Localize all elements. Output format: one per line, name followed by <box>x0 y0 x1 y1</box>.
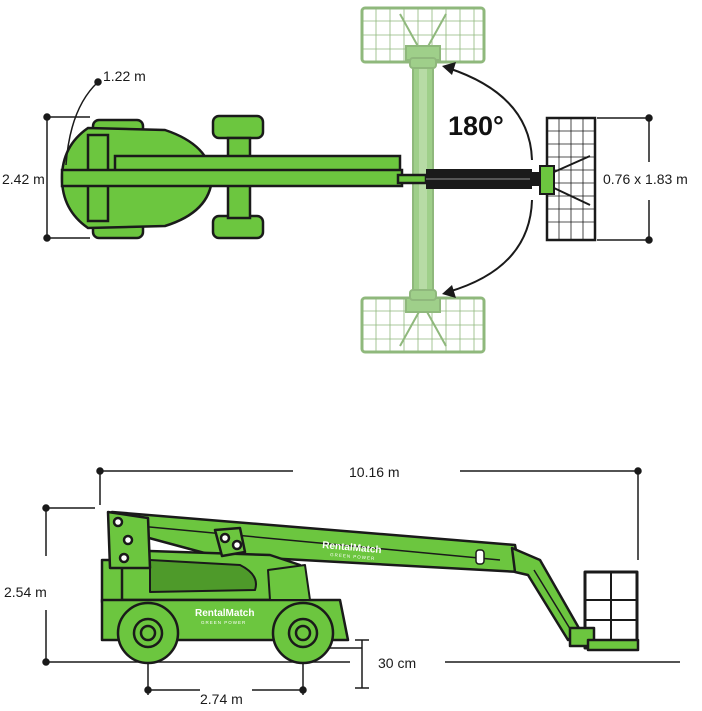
top-length-label: 1.22 m <box>103 68 146 84</box>
chassis-brand-logo: RentalMatch GREEN POWER <box>195 608 254 625</box>
top-width-label: 2.42 m <box>2 171 45 187</box>
ground-clearance-label: 30 cm <box>378 655 416 671</box>
chassis-brand-subtext: GREEN POWER <box>201 620 246 625</box>
side-view: 10.16 m 2.54 m 30 cm 2.74 m <box>4 464 680 707</box>
main-platform <box>539 116 597 242</box>
chassis-brand-text: RentalMatch <box>195 608 254 619</box>
rotation-label: 180° <box>448 111 504 141</box>
side-machine <box>100 510 640 665</box>
boom-brand-text: RentalMatch <box>322 540 382 556</box>
top-view: 180° <box>2 6 688 354</box>
front-wheel <box>116 601 180 665</box>
platform-size-label: 0.76 x 1.83 m <box>603 171 688 187</box>
rear-wheel <box>271 601 335 665</box>
rotation-arcs <box>442 62 533 298</box>
ghost-platform-bottom <box>360 296 486 354</box>
side-length-label: 10.16 m <box>349 464 400 480</box>
top-chassis <box>60 114 540 240</box>
side-height-label: 2.54 m <box>4 584 47 600</box>
boom-brand-logo: RentalMatch GREEN POWER <box>322 540 382 561</box>
side-platform <box>568 570 640 652</box>
wheelbase-label: 2.74 m <box>200 691 243 707</box>
ghost-platform-top <box>360 6 486 64</box>
boom-brand-subtext: GREEN POWER <box>330 552 376 561</box>
top-dimension-lines <box>43 78 653 244</box>
